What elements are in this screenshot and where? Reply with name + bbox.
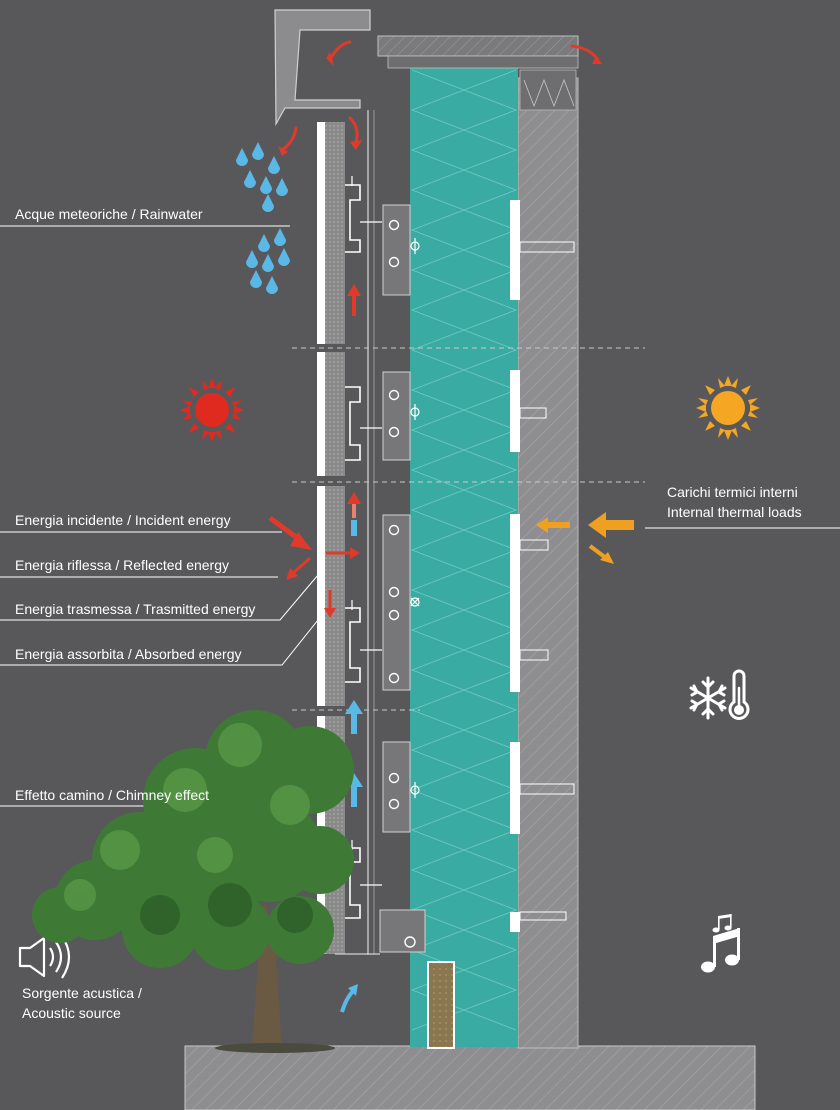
raindrops-icon [236, 142, 290, 294]
snowflake-thermometer-icon [689, 669, 750, 720]
sun-icon [696, 376, 760, 440]
parapet-coping [274, 9, 371, 127]
rainwater-label: Acque meteoriche / Rainwater [15, 206, 203, 222]
acoustic-source-label-line2: Acoustic source [22, 1005, 121, 1021]
tree-illustration [32, 710, 354, 1053]
music-notes-icon [701, 914, 740, 973]
incident-energy-label: Energia incidente / Incident energy [15, 512, 231, 528]
chimney-effect-label: Effetto camino / Chimney effect [15, 787, 210, 803]
reflected-energy-label: Energia riflessa / Reflected energy [15, 557, 229, 573]
panel-anchors [345, 184, 361, 919]
ground-slab [184, 1045, 756, 1110]
internal-loads-label-line2: Internal thermal loads [667, 504, 802, 520]
acoustic-source-label-line1: Sorgente acustica / [22, 985, 142, 1001]
sun-icon [180, 378, 244, 442]
transmitted-energy-label: Energia trasmessa / Trasmitted energy [15, 601, 256, 617]
concrete-wall [517, 77, 579, 1049]
internal-loads-label-line1: Carichi termici interni [667, 484, 798, 500]
absorbed-energy-label: Energia assorbita / Absorbed energy [15, 646, 242, 662]
insulation-layer [410, 64, 518, 1047]
